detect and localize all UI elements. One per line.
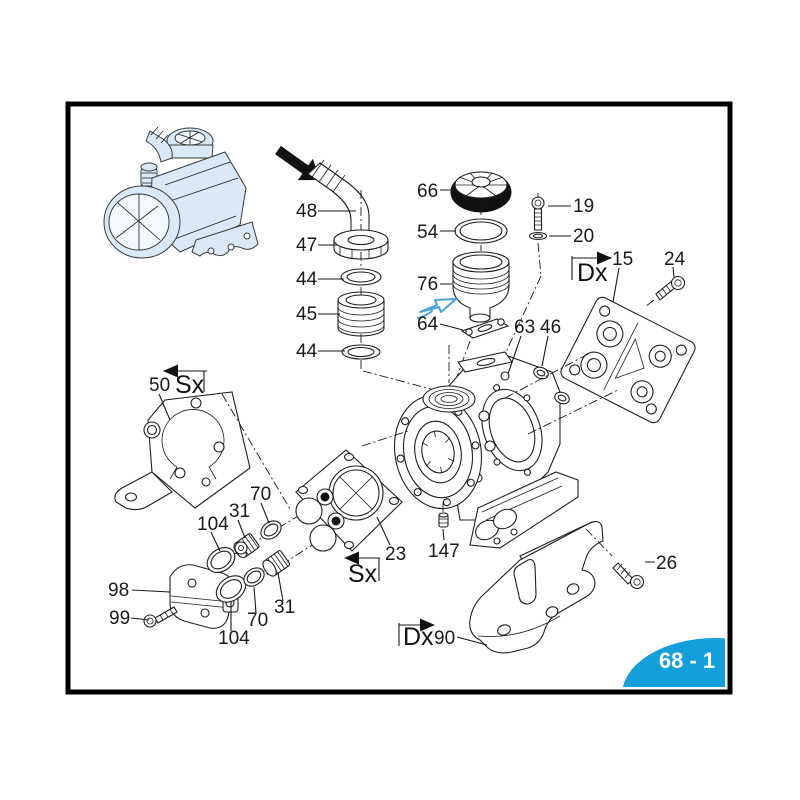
part-45-threaded-nipple xyxy=(337,291,385,337)
callout-26: 26 xyxy=(656,553,677,574)
callout-50: 50 xyxy=(149,375,170,396)
callout-15: 15 xyxy=(612,249,633,270)
callout-31-lower: 31 xyxy=(274,597,295,618)
part-90-bracket xyxy=(469,521,604,654)
part-64-plate xyxy=(460,318,510,339)
callout-44-upper: 44 xyxy=(296,269,318,290)
callout-63: 63 xyxy=(514,317,535,338)
callout-20: 20 xyxy=(573,226,594,247)
callout-76: 76 xyxy=(417,274,438,295)
part-15-valve-cover xyxy=(560,296,696,424)
part-99-bolt xyxy=(143,606,178,628)
part-70-oring-lower xyxy=(243,567,265,587)
callout-24: 24 xyxy=(664,249,686,270)
callout-48: 48 xyxy=(296,201,317,222)
callout-45: 45 xyxy=(296,304,317,325)
callout-31-upper: 31 xyxy=(229,501,250,522)
callout-leader-lines xyxy=(130,189,675,646)
part-24-bolt xyxy=(644,275,686,308)
part-66-tank-cap xyxy=(450,171,512,213)
callout-64: 64 xyxy=(417,314,439,335)
direction-label-dx-lower: Dx xyxy=(398,618,435,651)
part-20-washer xyxy=(528,231,548,241)
part-44-oring-upper xyxy=(340,268,382,286)
part-104-oring-upper xyxy=(206,546,236,574)
callout-90: 90 xyxy=(434,628,455,649)
callout-23: 23 xyxy=(385,544,406,565)
part-31-plug-upper xyxy=(233,533,260,559)
callout-19: 19 xyxy=(573,196,594,217)
part-44-oring-lower xyxy=(341,344,381,360)
callout-54: 54 xyxy=(417,222,439,243)
part-31-plug-lower xyxy=(262,550,291,577)
svg-text:Dx: Dx xyxy=(577,259,608,287)
part-50-bracket xyxy=(114,391,251,511)
page-badge: 68 - 1 xyxy=(622,638,725,687)
svg-text:Sx: Sx xyxy=(348,560,378,588)
part-63-crankcase xyxy=(393,351,561,521)
part-54-oring xyxy=(454,218,508,244)
svg-text:Dx: Dx xyxy=(403,623,434,651)
direction-label-sx-upper: Sx xyxy=(163,364,207,399)
callout-104-upper: 104 xyxy=(197,514,229,535)
direction-arrow-black-icon xyxy=(275,145,320,181)
part-26-bolt xyxy=(585,528,645,590)
part-147-plug xyxy=(438,503,449,528)
callout-labels: 48 47 44 45 44 66 54 76 64 19 20 15 24 6… xyxy=(108,181,686,649)
callout-70-upper: 70 xyxy=(250,484,271,505)
highlight-arrow-blue-icon xyxy=(417,298,457,319)
part-47-ring-nut xyxy=(333,229,389,260)
part-46-orings xyxy=(533,366,570,405)
callout-44-lower: 44 xyxy=(296,341,318,362)
callout-70-lower: 70 xyxy=(247,610,268,631)
part-70-oring-upper xyxy=(260,520,282,540)
callout-98: 98 xyxy=(108,580,129,601)
callout-104-lower: 104 xyxy=(218,628,250,649)
part-76-filter-cup xyxy=(452,251,510,323)
part-23-cover xyxy=(295,449,403,552)
badge-code: 68 - 1 xyxy=(659,648,715,673)
part-19-screw xyxy=(531,196,545,231)
callout-47: 47 xyxy=(296,235,317,256)
svg-text:Sx: Sx xyxy=(175,371,205,399)
callout-46: 46 xyxy=(540,317,561,338)
callout-147: 147 xyxy=(428,541,460,562)
direction-label-sx-lower: Sx xyxy=(344,551,380,588)
callout-99: 99 xyxy=(109,608,130,629)
callout-66: 66 xyxy=(417,181,438,202)
direction-label-dx-upper: Dx xyxy=(571,251,612,287)
assembled-pump-thumbnail-image xyxy=(103,126,259,259)
